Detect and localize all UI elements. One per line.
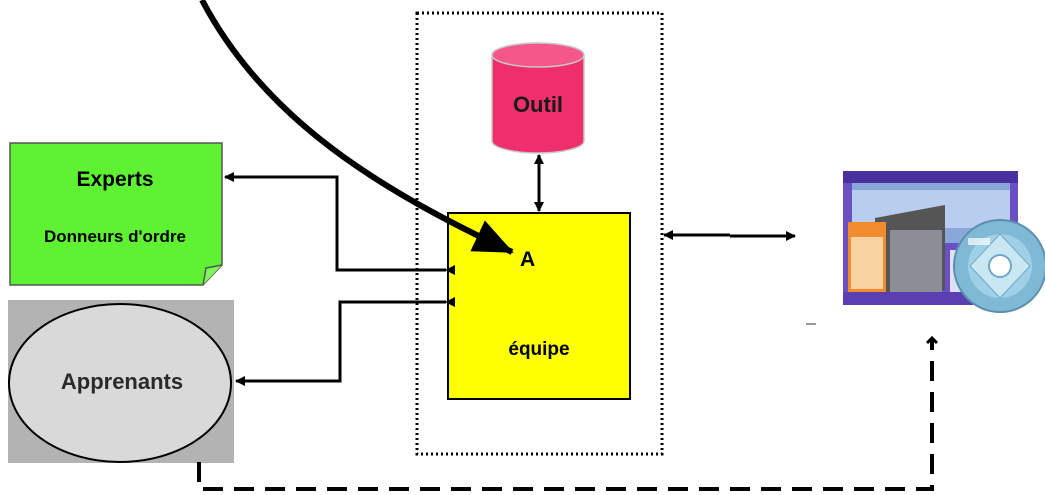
apprenants-node [8,300,234,463]
team-media-connector [663,230,796,241]
experts-subtitle: Donneurs d'ordre [44,227,186,246]
team-apprenants-connector [235,297,455,386]
team-marker: A [520,248,536,271]
team-label: équipe [508,339,570,360]
dashed-feedback-connector [197,335,939,491]
outil-cylinder [491,42,585,154]
outil-label: Outil [512,92,564,117]
experts-title: Experts [76,168,154,191]
team-experts-connector [224,172,455,275]
experts-node [9,142,223,286]
curved-arrow [199,0,514,255]
team-box [447,212,631,400]
multimedia-software-screenshot-and-cd-icon [843,171,1045,313]
apprenants-label: Apprenants [60,369,184,394]
